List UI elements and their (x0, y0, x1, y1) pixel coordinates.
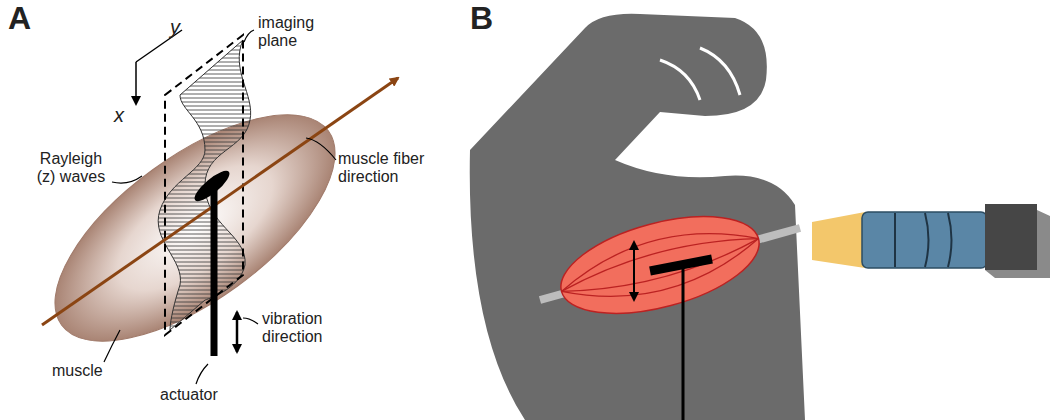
camera-back-shade (985, 210, 1050, 278)
axis-label: x (114, 104, 124, 127)
camera-ring (894, 213, 896, 267)
fiber-arrow (42, 78, 398, 325)
camera-back (985, 204, 1037, 270)
x-axis (135, 62, 137, 104)
panel-letter: A (8, 0, 31, 37)
callout-label: actuator (160, 386, 218, 404)
panel-b (470, 14, 1050, 420)
leader-line (104, 330, 120, 362)
imaging-plane (165, 35, 243, 335)
camera-ring (925, 213, 952, 267)
leader-line (112, 176, 142, 183)
camera-lens (812, 212, 865, 268)
rayleigh-wave (158, 40, 250, 330)
callout-label: Rayleigh (z) waves (30, 150, 112, 187)
leader-line (244, 30, 254, 42)
callout-label: muscle (52, 362, 103, 380)
finger-lines (660, 48, 740, 100)
muscle-fibers (555, 214, 765, 315)
leader-line (196, 364, 208, 384)
vibration-arrow (633, 242, 635, 300)
leader-line (243, 318, 258, 324)
callout-label: muscle fiber direction (338, 150, 438, 187)
panel-letter: B (470, 0, 493, 37)
axis-label: y (170, 16, 180, 39)
panel-a (19, 30, 398, 384)
vibration-arrow (236, 312, 239, 352)
biceps-muscle (551, 198, 770, 332)
camera-body (862, 212, 987, 268)
actuator-bar (650, 259, 712, 271)
callout-label: imaging plane (258, 14, 338, 51)
actuator-rod (682, 268, 685, 420)
leader-line (306, 138, 336, 160)
actuator-rod (211, 190, 218, 356)
callout-label: vibration direction (262, 310, 342, 347)
arm-silhouette (470, 14, 805, 420)
